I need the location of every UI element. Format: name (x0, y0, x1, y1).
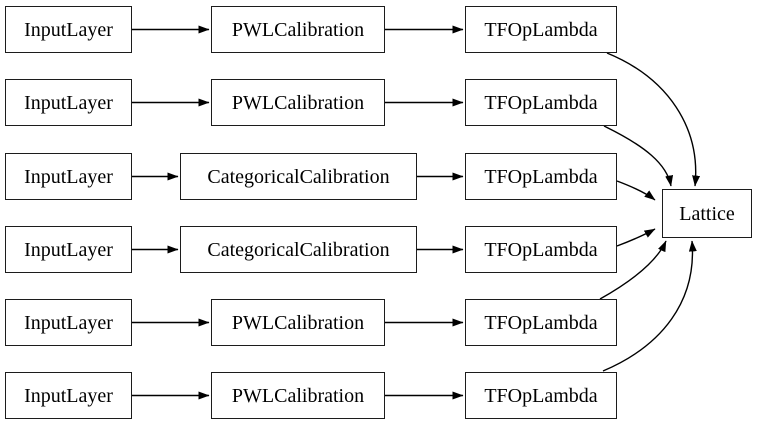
edge-op-lattice-2 (616, 180, 656, 201)
node-pwlcalibration-5: PWLCalibration (211, 372, 385, 419)
edge-op-lattice-3 (616, 228, 656, 247)
edge-op-lattice-0 (606, 52, 701, 187)
node-tfoplambda-4: TFOpLambda (465, 299, 617, 346)
edge-op-lattice-4 (599, 240, 667, 300)
node-inputlayer-1: InputLayer (5, 79, 132, 126)
node-inputlayer-3: InputLayer (5, 226, 132, 273)
node-categoricalcalibration-3: CategoricalCalibration (180, 226, 417, 273)
node-tfoplambda-0: TFOpLambda (465, 6, 617, 53)
node-pwlcalibration-4: PWLCalibration (211, 299, 385, 346)
node-tfoplambda-3: TFOpLambda (465, 226, 617, 273)
node-lattice: Lattice (662, 189, 752, 238)
node-inputlayer-5: InputLayer (5, 372, 132, 419)
node-tfoplambda-5: TFOpLambda (465, 372, 617, 419)
node-tfoplambda-1: TFOpLambda (465, 79, 617, 126)
node-inputlayer-2: InputLayer (5, 153, 132, 200)
node-categoricalcalibration-2: CategoricalCalibration (180, 153, 417, 200)
node-pwlcalibration-1: PWLCalibration (211, 79, 385, 126)
node-inputlayer-0: InputLayer (5, 6, 132, 53)
node-pwlcalibration-0: PWLCalibration (211, 6, 385, 53)
node-inputlayer-4: InputLayer (5, 299, 132, 346)
edge-op-lattice-5 (602, 240, 697, 372)
edge-op-lattice-1 (603, 125, 674, 187)
node-tfoplambda-2: TFOpLambda (465, 153, 617, 200)
